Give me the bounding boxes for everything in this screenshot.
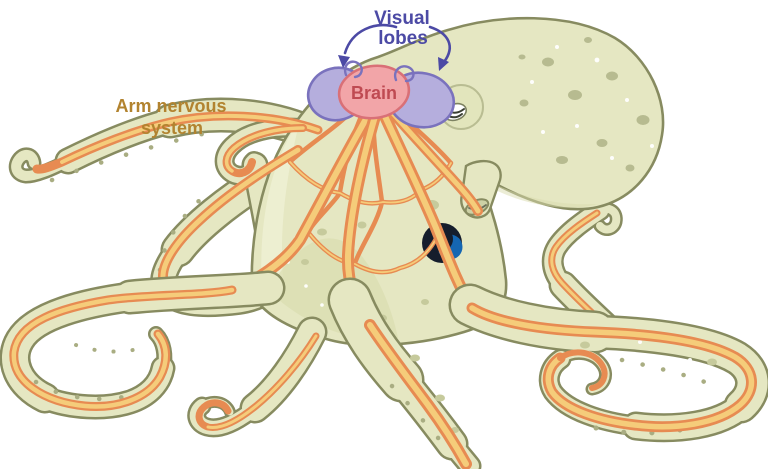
arm-nervous-system-label: Arm nervous system [115, 96, 226, 138]
arrow-left [343, 23, 398, 55]
mantle-shading [480, 178, 598, 208]
visual-lobes-label: Visual lobes [374, 8, 430, 49]
nerve-cord-core [550, 211, 608, 328]
nerve-cord-core [206, 334, 318, 429]
arm-label-line1: Arm nervous [115, 96, 226, 116]
nerve-cord-core [367, 322, 469, 467]
arm-bottom-middle-spiral [187, 316, 328, 438]
arm-body [596, 204, 621, 234]
lobe-curl-left [343, 60, 363, 79]
arm-right-loop [448, 283, 768, 443]
brain-shape [337, 64, 411, 120]
sucker-dots [74, 343, 144, 354]
visual-lobes-label-line1: Visual [374, 8, 430, 29]
brain-label: Brain [351, 83, 397, 103]
arrow-right [428, 25, 451, 64]
arm-label-line2: system [141, 118, 203, 138]
arm-bottom-left-loop [0, 270, 286, 420]
sucker-dots [157, 195, 205, 273]
nerve-cords-back-arms [32, 111, 323, 307]
visual-lobes-label-line2: lobes [378, 28, 428, 49]
sucker-dots [389, 383, 451, 453]
nerve-cord-core [469, 305, 755, 430]
arm-bottom-center [327, 277, 482, 469]
visual-lobes-arrows [338, 23, 451, 71]
mantle-spots [518, 37, 654, 172]
nerve-cord-core [11, 287, 235, 409]
lobe-curl-right [393, 65, 415, 83]
arrowhead-left [338, 55, 350, 68]
nerve-cord-tip [557, 349, 608, 391]
sucker-dots [619, 357, 713, 387]
arrowhead-right [438, 57, 449, 71]
